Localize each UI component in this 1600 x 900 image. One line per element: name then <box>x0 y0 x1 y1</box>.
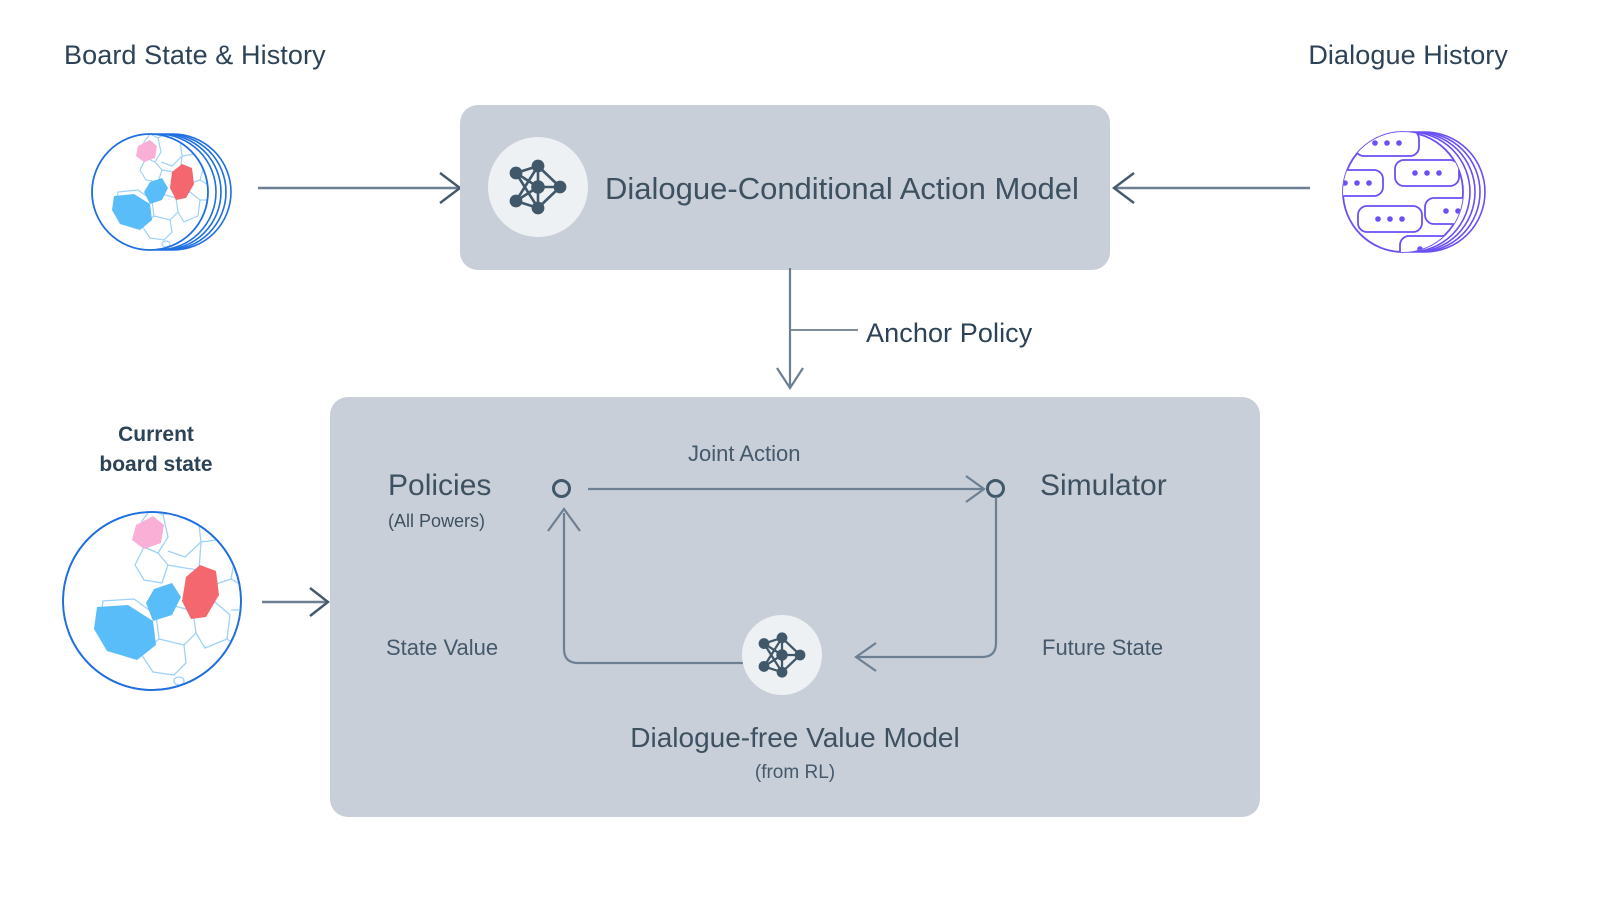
policies-sublabel: (All Powers) <box>388 511 486 531</box>
neural-network-icon <box>488 137 588 237</box>
arrow-dialogue-to-action-model <box>1112 168 1312 208</box>
simulator-label: Simulator <box>1040 469 1167 502</box>
arrow-board-to-search <box>262 582 332 622</box>
state-value-label: State Value <box>386 635 499 660</box>
policies-label: Policies <box>388 469 492 502</box>
map-stack-icon <box>58 96 258 286</box>
dialogue-history-title: Dialogue History <box>1308 40 1508 70</box>
action-model-label: Dialogue-Conditional Action Model <box>605 171 1079 206</box>
map-circle-icon <box>58 495 254 710</box>
arrow-board-to-action-model <box>258 168 468 208</box>
current-board-state-label: Current board state <box>56 420 256 480</box>
anchor-policy-connector <box>770 268 910 398</box>
search-panel[interactable]: Policies (All Powers) Joint Action Simul… <box>330 397 1260 817</box>
dialogue-conditional-action-model-panel[interactable]: Dialogue-Conditional Action Model <box>460 105 1110 270</box>
arrow-state-value <box>547 497 758 677</box>
policies-node <box>552 479 571 498</box>
board-state-history-title: Board State & History <box>64 40 326 70</box>
value-model-neural-network-icon <box>742 615 822 695</box>
current-board-state-line2: board state <box>99 453 213 476</box>
value-model-sublabel: (from RL) <box>754 762 836 783</box>
arrow-future-state <box>838 497 1018 677</box>
arrow-joint-action <box>588 473 988 505</box>
value-model-label: Dialogue-free Value Model <box>630 722 960 753</box>
future-state-label: Future State <box>1042 635 1164 660</box>
simulator-node <box>986 479 1005 498</box>
current-board-state-line1: Current <box>118 423 194 446</box>
joint-action-label: Joint Action <box>688 441 801 466</box>
anchor-policy-label: Anchor Policy <box>866 318 1033 348</box>
chat-bubbles-stack-icon <box>1318 96 1518 286</box>
